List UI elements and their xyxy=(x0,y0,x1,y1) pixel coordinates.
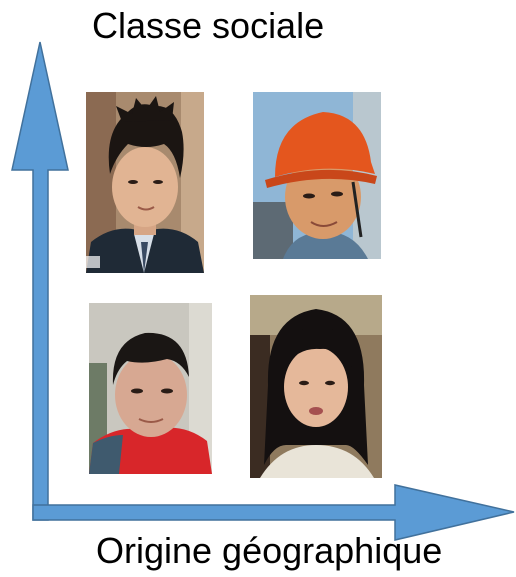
x-axis-label: Origine géographique xyxy=(96,530,443,571)
y-axis-arrow xyxy=(11,41,69,521)
photo-young-woman xyxy=(250,295,382,478)
photo-man-in-suit xyxy=(86,92,204,273)
x-axis-arrow xyxy=(32,484,515,541)
photo-worker-in-hard-hat xyxy=(253,92,381,259)
y-axis-label: Classe sociale xyxy=(92,5,325,46)
photo-young-man-in-red xyxy=(89,303,212,474)
